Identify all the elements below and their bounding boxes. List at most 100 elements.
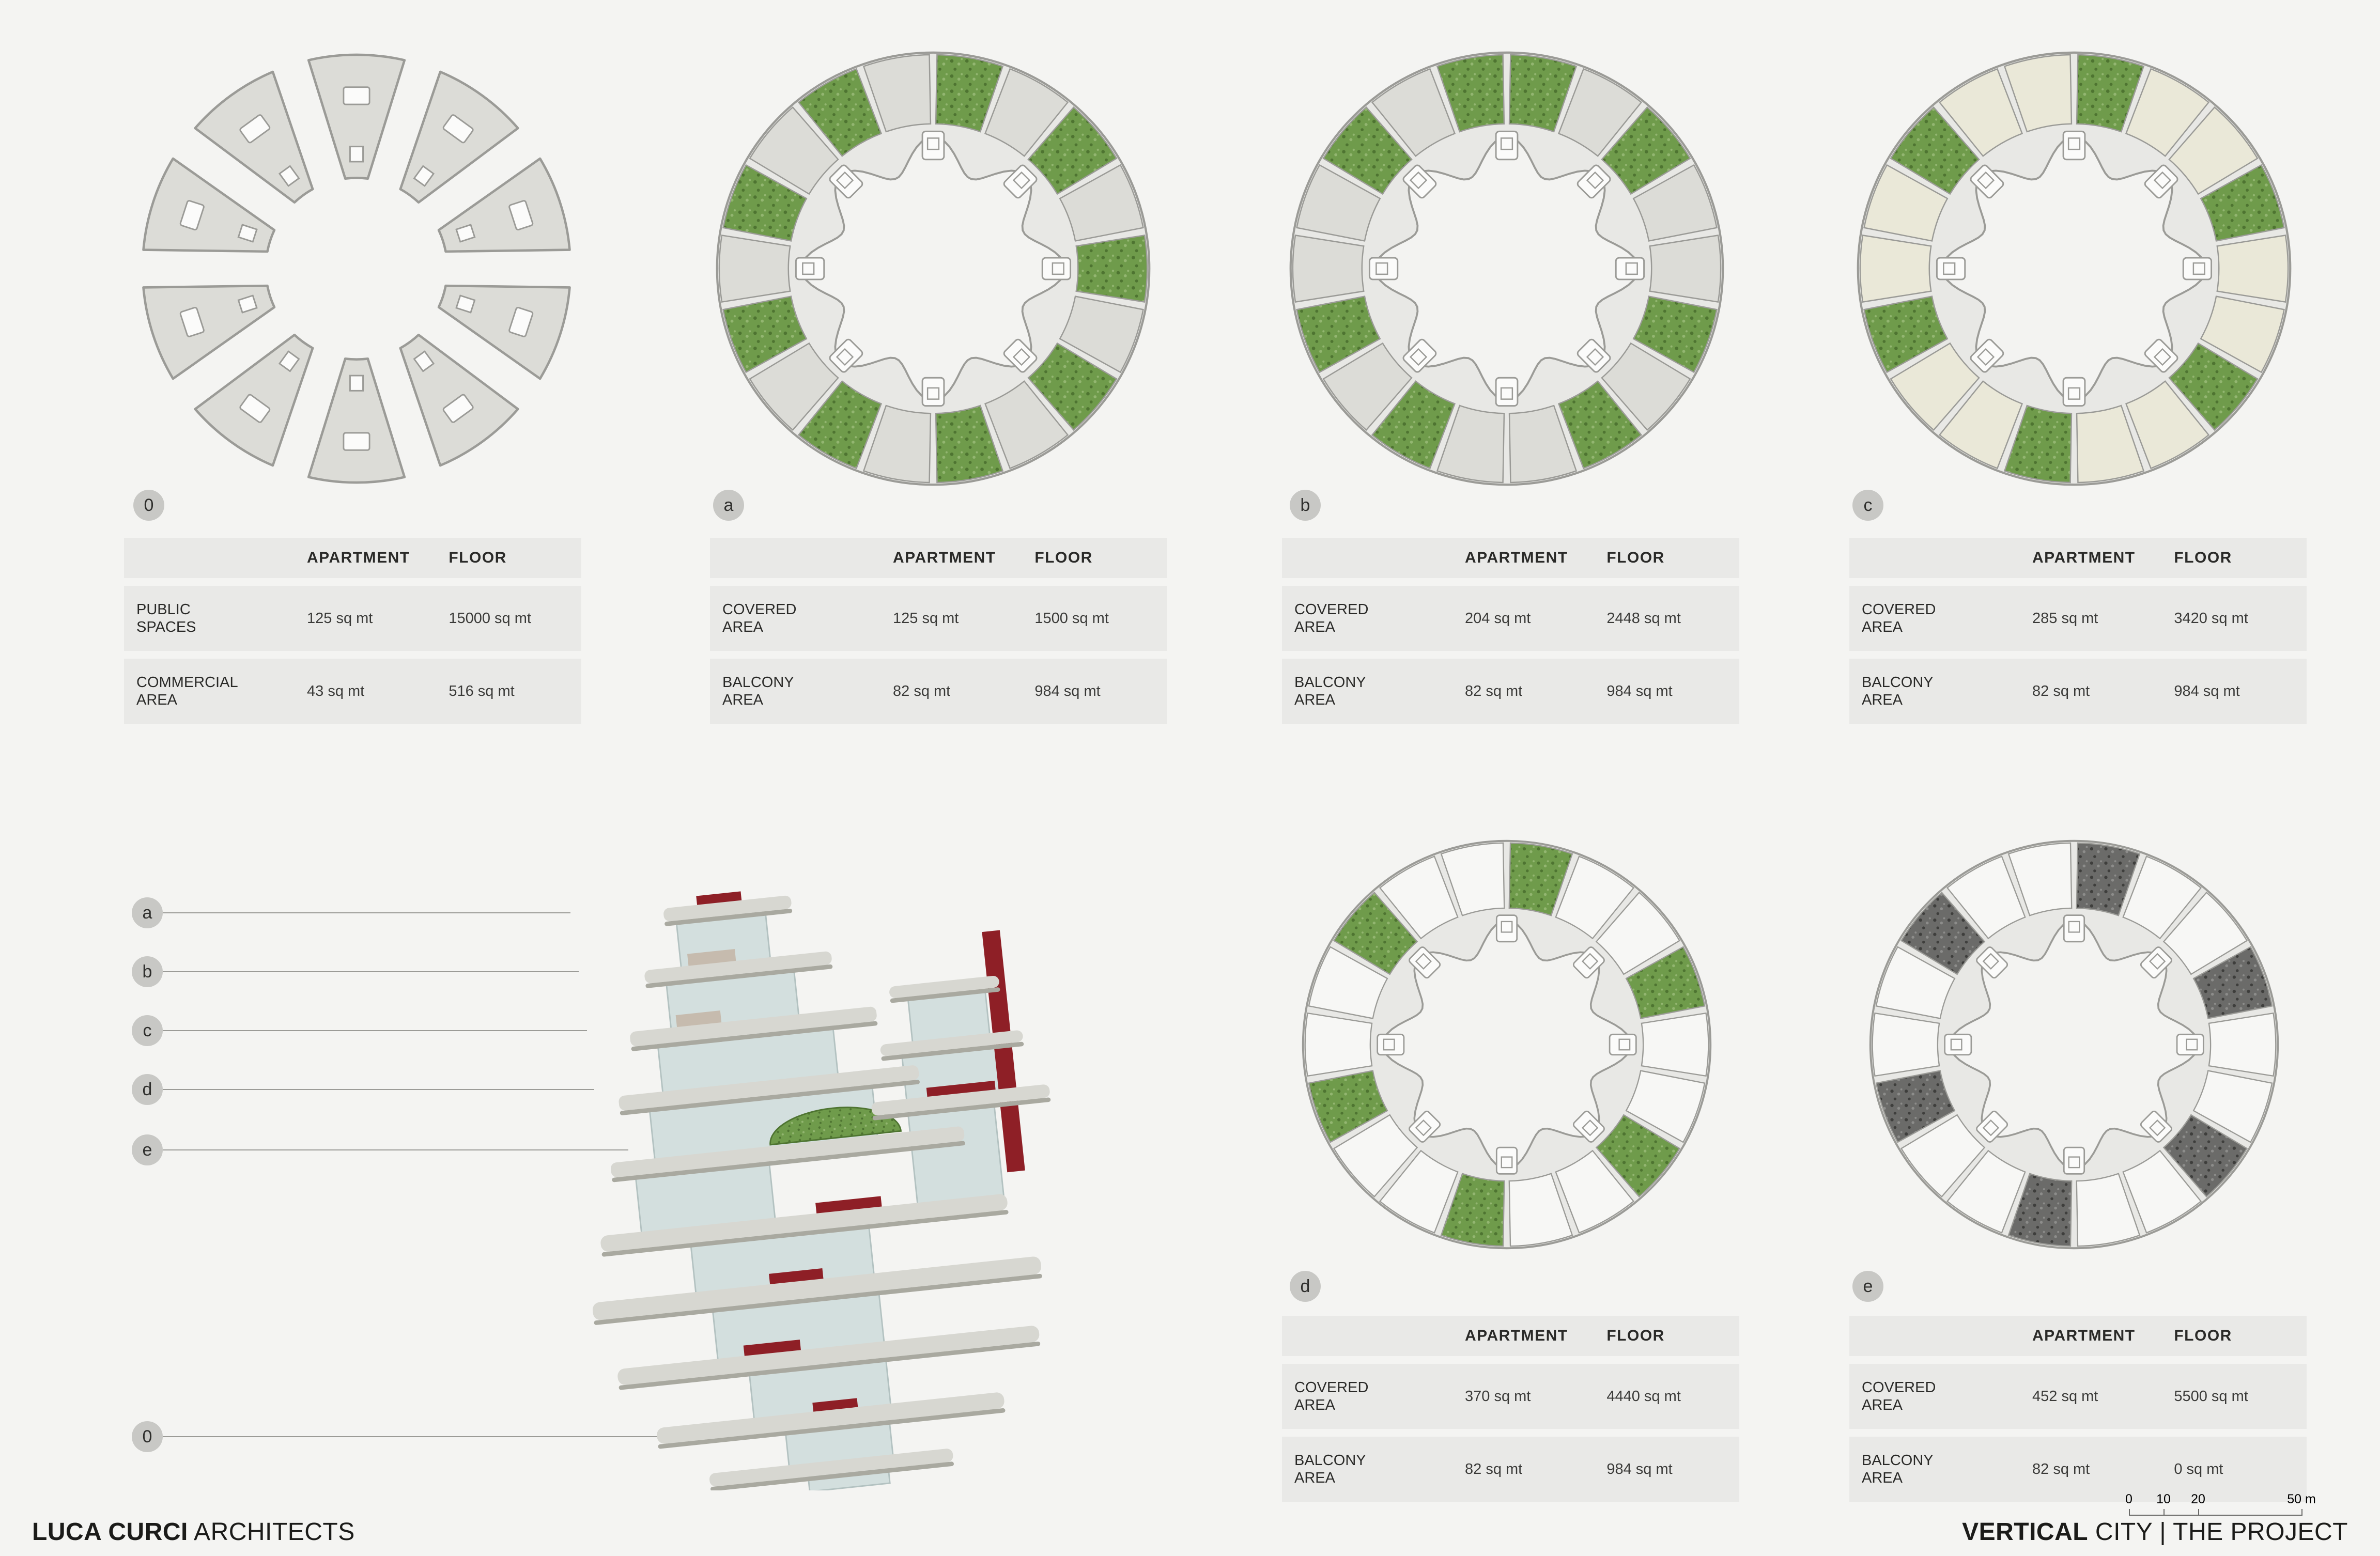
section-label-0: 0 [132, 1421, 163, 1452]
header-apartment: APARTMENT [2032, 549, 2136, 566]
table-row: COVERED AREA 452 sq mt 5500 sq mt [1849, 1364, 2307, 1429]
apartment-value: 125 sq mt [893, 610, 959, 627]
header-apartment: APARTMENT [2032, 1327, 2136, 1344]
apartment-value: 285 sq mt [2032, 610, 2098, 627]
apartment-value: 370 sq mt [1465, 1388, 1531, 1405]
table-row: BALCONY AREA 82 sq mt 984 sq mt [710, 659, 1167, 724]
section-label-d: d [132, 1074, 163, 1105]
building-axonometric [592, 891, 1051, 1490]
apartment-value: 82 sq mt [893, 682, 951, 699]
table-row: COVERED AREA 204 sq mt 2448 sq mt [1282, 586, 1739, 651]
floorplan-a [716, 51, 1151, 486]
section-label-e: e [132, 1134, 163, 1165]
header-floor: FLOOR [1606, 549, 1665, 566]
scale-tick [2163, 1509, 2165, 1516]
apartment-value: 82 sq mt [2032, 1460, 2090, 1477]
floor-value: 984 sq mt [1034, 682, 1101, 699]
header-apartment: APARTMENT [307, 549, 410, 566]
row-name: COVERED AREA [722, 601, 797, 635]
table-row: BALCONY AREA 82 sq mt 984 sq mt [1282, 1437, 1739, 1502]
table-row: COMMERCIAL AREA 43 sq mt 516 sq mt [124, 659, 581, 724]
table-row: BALCONY AREA 82 sq mt 984 sq mt [1849, 659, 2307, 724]
floor-value: 4440 sq mt [1606, 1388, 1681, 1405]
row-name: BALCONY AREA [1294, 1452, 1366, 1486]
floor-value: 5500 sq mt [2174, 1388, 2248, 1405]
section-label-c: c [132, 1015, 163, 1046]
floorplan-c [1857, 51, 2292, 486]
header-floor: FLOOR [449, 549, 507, 566]
floor-value: 984 sq mt [1606, 682, 1673, 699]
header-apartment: APARTMENT [1465, 549, 1568, 566]
table-row: BALCONY AREA 82 sq mt 984 sq mt [1282, 659, 1739, 724]
apartment-value: 82 sq mt [1465, 682, 1523, 699]
scale-tick [2198, 1509, 2199, 1516]
floor-value: 0 sq mt [2174, 1460, 2223, 1477]
plan-label-0: 0 [133, 490, 164, 521]
leader-line-a [163, 912, 570, 913]
apartment-value: 82 sq mt [1465, 1460, 1523, 1477]
table-row: PUBLIC SPACES 125 sq mt 15000 sq mt [124, 586, 581, 651]
floor-value: 984 sq mt [1606, 1460, 1673, 1477]
floor-value: 984 sq mt [2174, 682, 2240, 699]
table-header: APARTMENT FLOOR [1849, 538, 2307, 578]
floor-value: 3420 sq mt [2174, 610, 2248, 627]
table-header: APARTMENT FLOOR [1849, 1316, 2307, 1356]
footer-project-bold: VERTICAL [1962, 1518, 2089, 1546]
plan-label-b: b [1290, 490, 1321, 521]
scale-tick [2129, 1509, 2130, 1516]
leader-line-c [163, 1030, 587, 1031]
floorplan-d [1302, 839, 1712, 1250]
row-name: BALCONY AREA [722, 674, 794, 708]
scale-bar: 0 10 20 50 m [2125, 1492, 2316, 1516]
leader-line-b [163, 971, 579, 972]
scale-label: 0 [2125, 1492, 2132, 1506]
footer-project-regular: CITY | THE PROJECT [2088, 1518, 2348, 1546]
plan-label-a: a [713, 490, 744, 521]
header-floor: FLOOR [2174, 549, 2232, 566]
table-row: COVERED AREA 125 sq mt 1500 sq mt [710, 586, 1167, 651]
scale-label: 50 m [2287, 1492, 2316, 1506]
table-row: COVERED AREA 285 sq mt 3420 sq mt [1849, 586, 2307, 651]
apartment-value: 452 sq mt [2032, 1388, 2098, 1405]
section-label-a: a [132, 897, 163, 928]
apartment-value: 125 sq mt [307, 610, 373, 627]
scale-bar-line [2129, 1515, 2302, 1516]
floorplan-e [1869, 839, 2279, 1250]
footer-studio-bold: LUCA CURCI [32, 1518, 188, 1546]
floor-value: 1500 sq mt [1034, 610, 1109, 627]
row-name: COVERED AREA [1862, 1379, 1936, 1413]
apartment-value: 204 sq mt [1465, 610, 1531, 627]
table-header: APARTMENT FLOOR [1282, 1316, 1739, 1356]
plan-label-c: c [1852, 490, 1883, 521]
row-name: BALCONY AREA [1862, 674, 1934, 708]
row-name: BALCONY AREA [1862, 1452, 1934, 1486]
floor-value: 15000 sq mt [449, 610, 531, 627]
table-header: APARTMENT FLOOR [124, 538, 581, 578]
table-header: APARTMENT FLOOR [1282, 538, 1739, 578]
plan-label-e: e [1852, 1271, 1883, 1302]
table-row: COVERED AREA 370 sq mt 4440 sq mt [1282, 1364, 1739, 1429]
apartment-value: 43 sq mt [307, 682, 365, 699]
leader-line-d [163, 1089, 594, 1090]
apartment-value: 82 sq mt [2032, 682, 2090, 699]
floorplan-b [1289, 51, 1724, 486]
header-floor: FLOOR [1606, 1327, 1665, 1344]
footer-project: VERTICAL CITY | THE PROJECT [1962, 1518, 2348, 1546]
header-apartment: APARTMENT [1465, 1327, 1568, 1344]
row-name: COVERED AREA [1294, 1379, 1369, 1413]
scale-label: 20 [2191, 1492, 2205, 1506]
leader-line-0 [163, 1436, 729, 1437]
row-name: BALCONY AREA [1294, 674, 1366, 708]
scale-tick [2301, 1509, 2302, 1516]
header-floor: FLOOR [1034, 549, 1093, 566]
row-name: COVERED AREA [1294, 601, 1369, 635]
row-name: COVERED AREA [1862, 601, 1936, 635]
plan-label-d: d [1290, 1271, 1321, 1302]
table-header: APARTMENT FLOOR [710, 538, 1167, 578]
row-name: COMMERCIAL AREA [136, 674, 238, 708]
footer-studio-regular: ARCHITECTS [188, 1518, 355, 1546]
floor-value: 2448 sq mt [1606, 610, 1681, 627]
row-name: PUBLIC SPACES [136, 601, 196, 635]
section-label-b: b [132, 956, 163, 987]
